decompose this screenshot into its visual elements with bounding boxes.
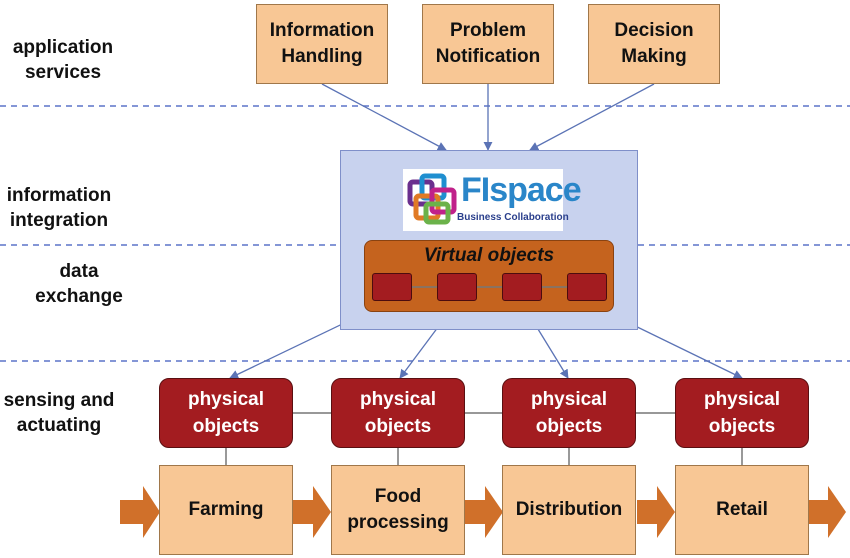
chain-arrow xyxy=(809,486,846,538)
physical-objects-processing: physical objects xyxy=(331,378,465,448)
layer-label-sensing-actuating: sensing and actuating xyxy=(3,390,115,436)
chain-arrow xyxy=(637,486,675,538)
virtual-objects-title: Virtual objects xyxy=(423,245,555,266)
chain-stage-distribution: Distribution xyxy=(502,465,636,555)
service-arrow xyxy=(529,83,655,151)
chain-arrow xyxy=(293,486,331,538)
fispace-logo: FIspace Business Collaboration xyxy=(403,169,582,231)
service-arrow xyxy=(321,83,447,151)
chain-arrow xyxy=(465,486,503,538)
service-information-handling: Information Handling xyxy=(256,4,388,84)
virtual-object xyxy=(502,273,542,301)
layer-label-data-exchange: data exchange xyxy=(35,261,123,307)
fispace-logo-text: FIspace xyxy=(461,171,582,209)
fispace-logo-mark xyxy=(407,173,457,225)
fispace-logo-subtitle: Business Collaboration xyxy=(457,212,569,223)
chain-arrow xyxy=(120,486,160,538)
physical-objects-farming: physical objects xyxy=(159,378,293,448)
layer-label-information-integration: information integration xyxy=(6,185,112,231)
physical-objects-retail: physical objects xyxy=(675,378,809,448)
service-problem-notification: Problem Notification xyxy=(422,4,554,84)
service-decision-making: Decision Making xyxy=(588,4,720,84)
chain-stage-retail: Retail xyxy=(675,465,809,555)
layer-label-application-services: application services xyxy=(12,37,114,83)
chain-stage-food-processing: Food processing xyxy=(331,465,465,555)
virtual-object xyxy=(567,273,607,301)
virtual-object xyxy=(437,273,477,301)
virtual-object xyxy=(372,273,412,301)
physical-objects-distribution: physical objects xyxy=(502,378,636,448)
chain-stage-farming: Farming xyxy=(159,465,293,555)
